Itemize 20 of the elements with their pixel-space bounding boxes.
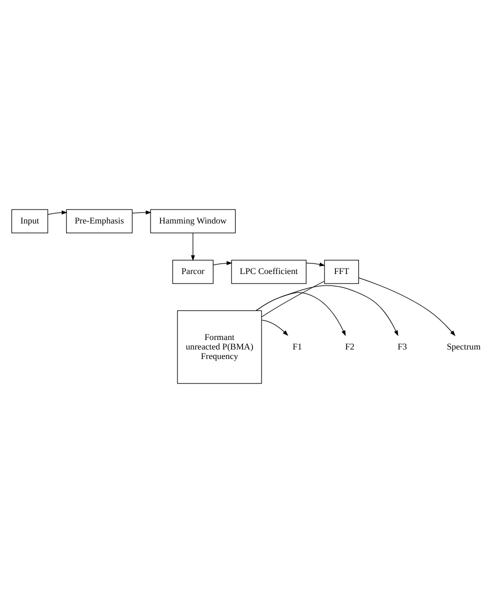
node-box: Input (11, 208, 48, 233)
node-box: FFT (324, 259, 359, 284)
node-box: LPC Coefficient (231, 259, 306, 284)
arrow (358, 277, 456, 336)
node-text: F2 (345, 340, 354, 351)
connector (261, 280, 325, 317)
arrow (213, 260, 232, 265)
node-box: Parcor (172, 259, 214, 284)
arrow (190, 232, 195, 261)
node-box: Hamming Window (150, 208, 236, 233)
node-box: Formant unreacted P(BMA) Frequency (177, 310, 262, 384)
node-box: Pre-Emphasis (66, 208, 133, 233)
node-text: F3 (398, 340, 407, 351)
arrow (48, 210, 68, 214)
arrow (261, 319, 288, 336)
node-text: F1 (292, 340, 302, 351)
arrow (306, 262, 326, 266)
node-text: Spectrum (446, 340, 481, 351)
arrow (132, 210, 152, 214)
arrow (256, 284, 398, 336)
